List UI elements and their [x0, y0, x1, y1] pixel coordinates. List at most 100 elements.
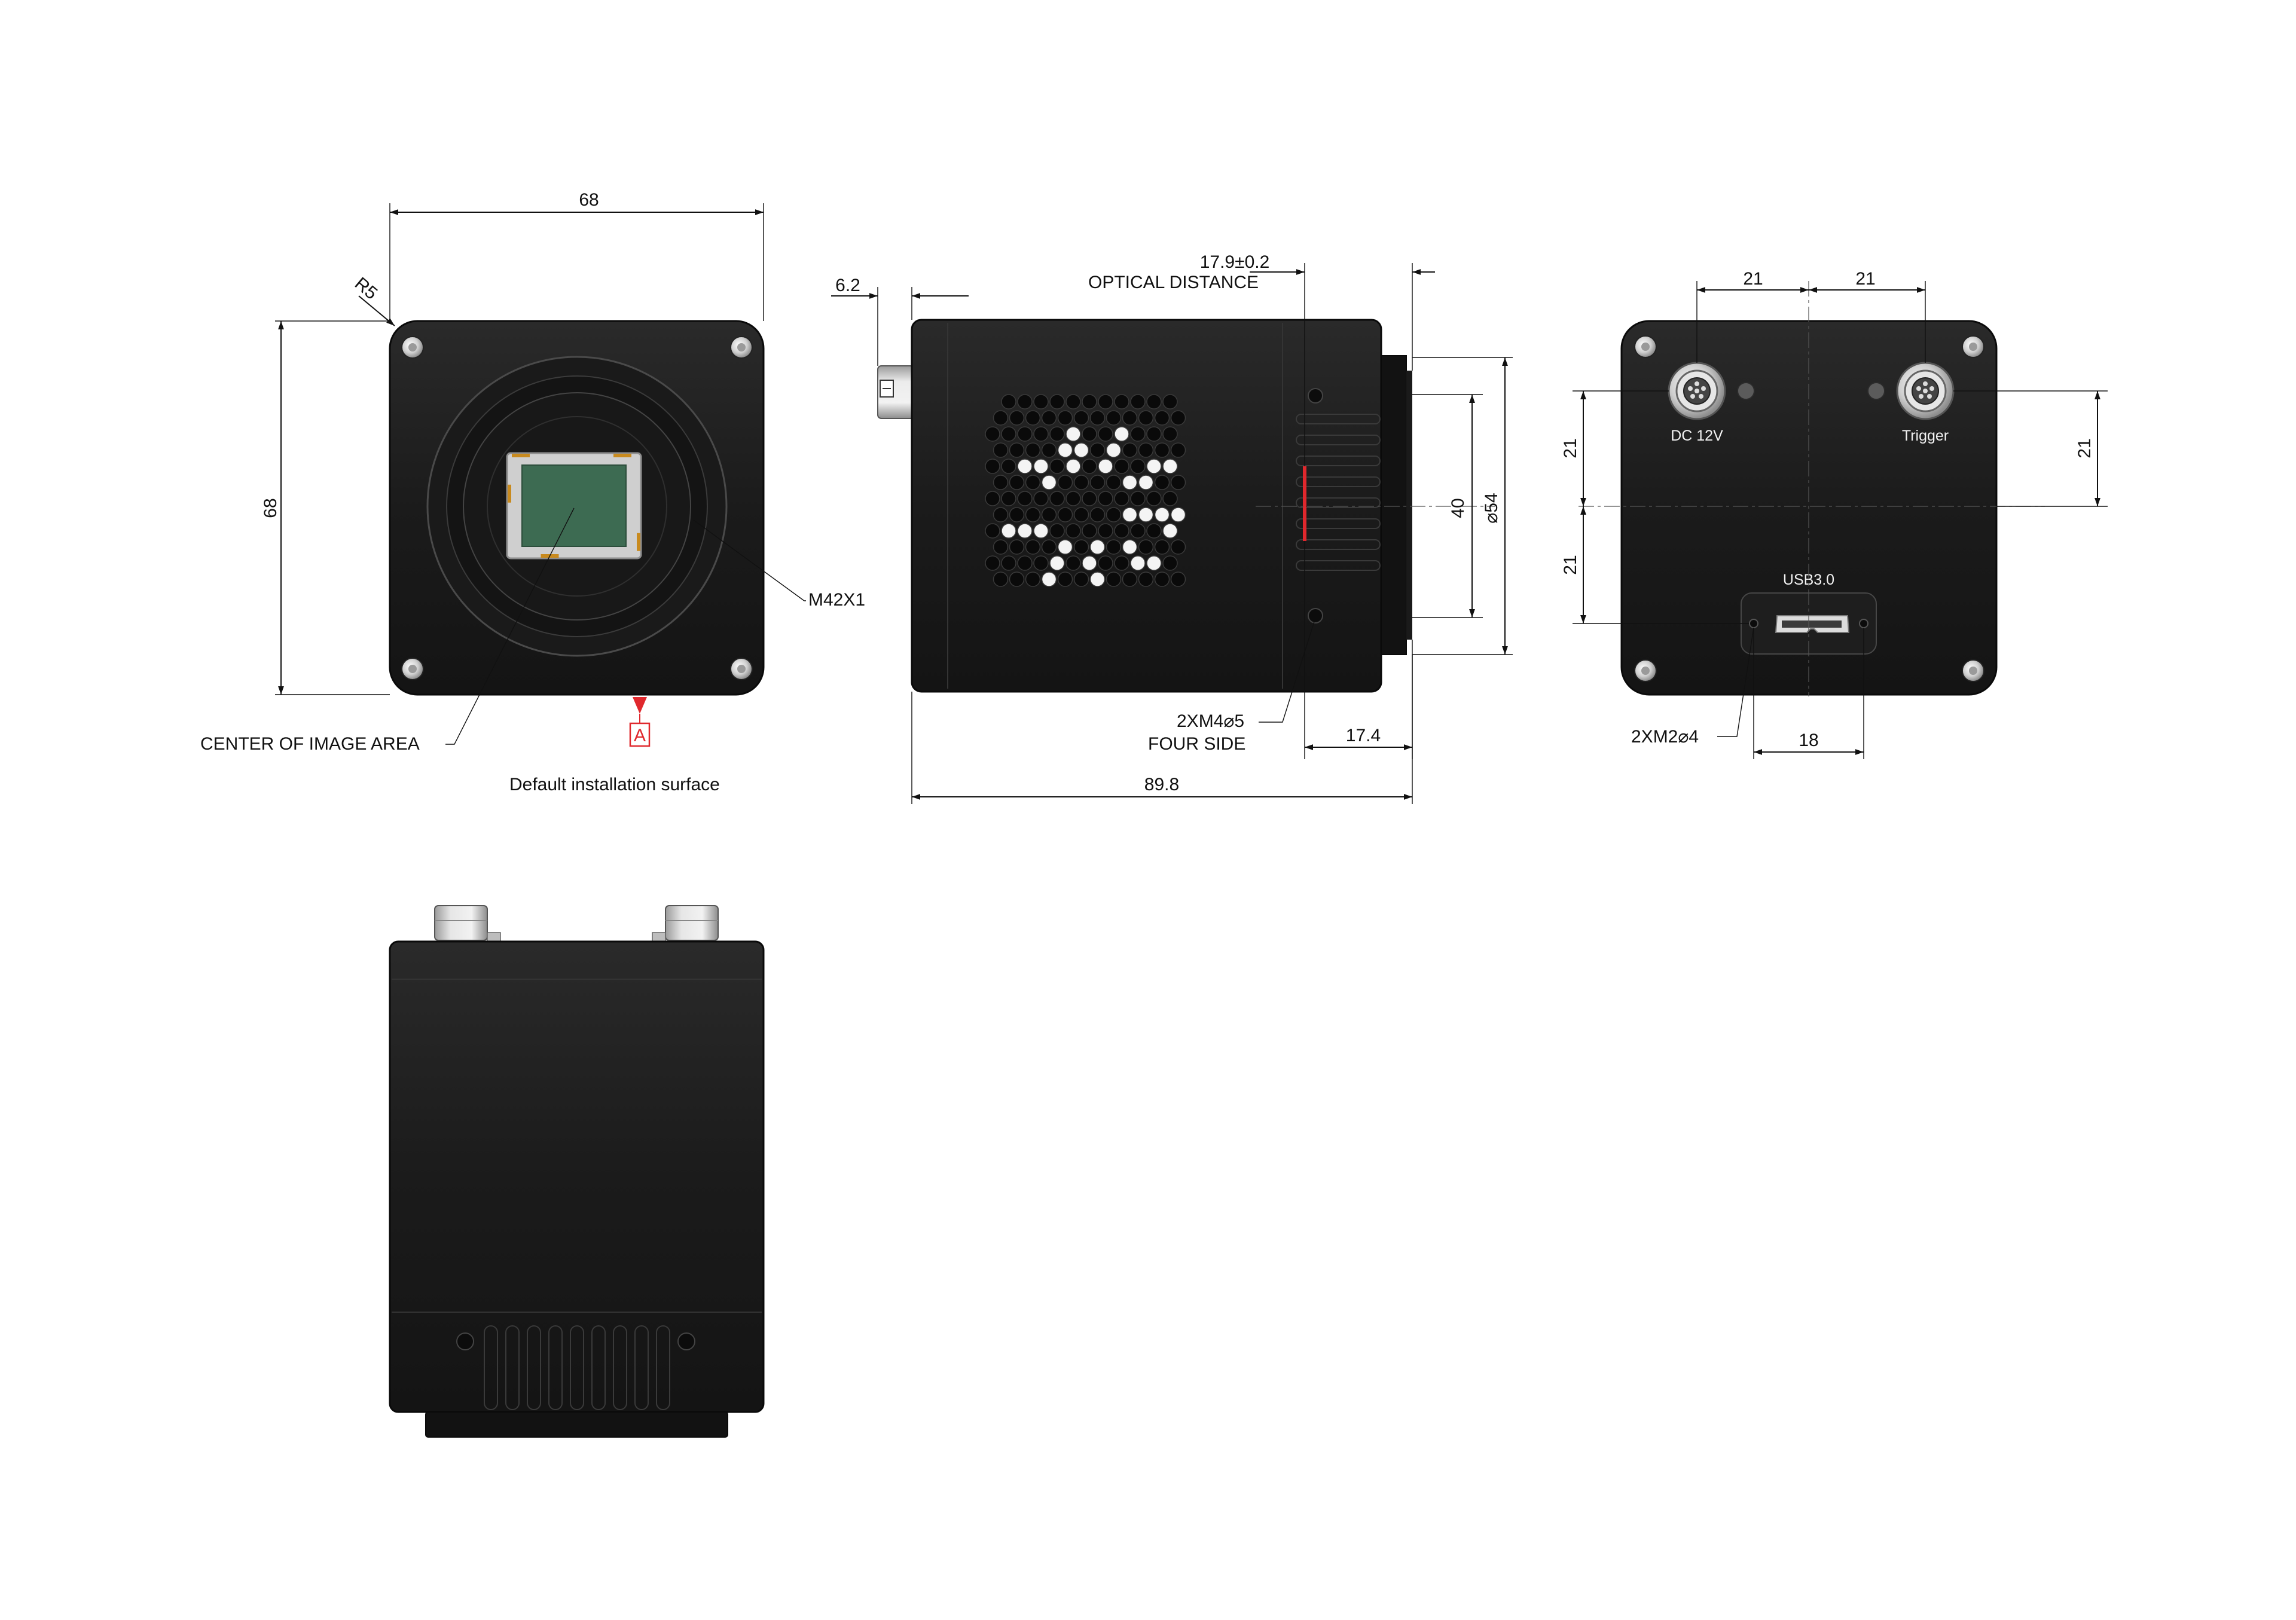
vent-hole	[1041, 442, 1057, 458]
vent-hole	[1154, 410, 1170, 426]
vent-hole	[1049, 491, 1065, 506]
vent-hole	[1138, 442, 1154, 458]
vent-hole	[1170, 571, 1186, 587]
vent-hole	[1106, 539, 1122, 555]
vent-hole	[1025, 475, 1041, 490]
vent-hole	[1082, 426, 1097, 442]
vent-hole	[1073, 410, 1089, 426]
front-radius-dim: R5	[351, 274, 381, 304]
vent-hole	[1154, 571, 1170, 587]
vent-hole	[993, 539, 1009, 555]
vent-hole	[1106, 442, 1122, 458]
vent-hole	[1098, 426, 1113, 442]
vent-hole	[1098, 459, 1113, 474]
usb-spacing-dim: 18	[1799, 730, 1818, 750]
vent-hole	[993, 410, 1009, 426]
vent-hole	[1106, 507, 1122, 522]
vent-hole	[1073, 571, 1089, 587]
vent-hole	[1049, 394, 1065, 409]
vent-hole	[1033, 491, 1049, 506]
front-view: A 68 68 R5 M42X1 CENTER OF IMAGE AREA De…	[200, 190, 865, 794]
vent-hole	[1065, 394, 1081, 409]
datum-label: A	[634, 726, 646, 745]
front-height-dim: 68	[261, 498, 280, 518]
vent-hole	[1130, 523, 1146, 539]
optical-distance-label: OPTICAL DISTANCE	[1088, 273, 1259, 292]
vent-hole	[1065, 491, 1081, 506]
top-body	[389, 940, 765, 1413]
mounting-screw-icon	[401, 336, 424, 359]
vent-hole	[993, 571, 1009, 587]
mounting-screw-icon	[401, 658, 424, 680]
vent-hole	[1138, 410, 1154, 426]
side-view: 6.2 17.9±0.2 OPTICAL DISTANCE 40 ⌀54 2XM…	[831, 252, 1513, 804]
vent-hole	[1098, 555, 1113, 571]
vent-hole	[1065, 523, 1081, 539]
vent-hole	[1009, 539, 1025, 555]
vent-hole	[1146, 426, 1162, 442]
vent-hole	[1089, 410, 1106, 426]
vent-hole	[1065, 459, 1081, 474]
lemo-connector-icon[interactable]	[1668, 362, 1726, 420]
usb-thread-hole-icon	[1859, 619, 1868, 628]
vent-hole	[1033, 555, 1049, 571]
ventilation-grid	[985, 394, 1186, 587]
mounting-screw-icon	[1962, 659, 1984, 682]
vent-hole	[1114, 523, 1129, 539]
vent-hole	[993, 475, 1009, 490]
vent-hole	[1033, 426, 1049, 442]
vent-hole	[1073, 539, 1089, 555]
vent-hole	[1001, 426, 1016, 442]
power-led-icon	[1737, 382, 1755, 400]
vent-hole	[1122, 507, 1138, 522]
vent-hole	[1130, 555, 1146, 571]
vent-hole	[1082, 555, 1097, 571]
vent-hole	[1162, 426, 1178, 442]
mount-thread-label: M42X1	[808, 590, 865, 610]
vent-hole	[1041, 475, 1057, 490]
vent-hole	[1098, 394, 1113, 409]
vent-hole	[1098, 523, 1113, 539]
vent-hole	[1025, 507, 1041, 522]
vent-hole	[1073, 442, 1089, 458]
vent-hole	[1170, 410, 1186, 426]
vent-hole	[1049, 555, 1065, 571]
vent-hole	[1041, 539, 1057, 555]
vent-hole	[1001, 491, 1016, 506]
top-thread-hole-icon	[677, 1332, 695, 1350]
vent-hole	[985, 523, 1000, 539]
side-cooling-slots	[1296, 414, 1381, 571]
vent-hole	[1170, 539, 1186, 555]
optical-distance-dim: 17.9±0.2	[1200, 252, 1270, 272]
vent-hole	[1049, 523, 1065, 539]
mounting-screw-icon	[1634, 659, 1657, 682]
usb3-micro-b-port-icon[interactable]	[1775, 615, 1850, 633]
vent-hole	[985, 459, 1000, 474]
vent-hole	[1170, 442, 1186, 458]
vent-hole	[1049, 459, 1065, 474]
inner-diameter-dim: 40	[1448, 498, 1468, 518]
rear-top-left-dim: 21	[1743, 269, 1763, 289]
vent-hole	[1114, 394, 1129, 409]
vent-hole	[993, 507, 1009, 522]
datum-triangle-icon	[633, 697, 647, 714]
vent-hole	[1073, 475, 1089, 490]
datum-box	[629, 722, 651, 747]
vent-hole	[1138, 571, 1154, 587]
vent-hole	[1033, 523, 1049, 539]
lemo-connector-icon[interactable]	[1896, 362, 1955, 420]
vent-hole	[1154, 442, 1170, 458]
vent-hole	[1082, 523, 1097, 539]
vent-hole	[1057, 442, 1073, 458]
vent-hole	[1082, 394, 1097, 409]
vent-hole	[1170, 507, 1186, 522]
vent-hole	[985, 555, 1000, 571]
vent-hole	[1130, 491, 1146, 506]
trigger-led-icon	[1867, 382, 1885, 400]
vent-hole	[1025, 442, 1041, 458]
vent-hole	[1065, 555, 1081, 571]
outer-diameter-dim: ⌀54	[1482, 493, 1501, 523]
vent-hole	[993, 442, 1009, 458]
usb-thread-hole-icon	[1749, 619, 1758, 628]
